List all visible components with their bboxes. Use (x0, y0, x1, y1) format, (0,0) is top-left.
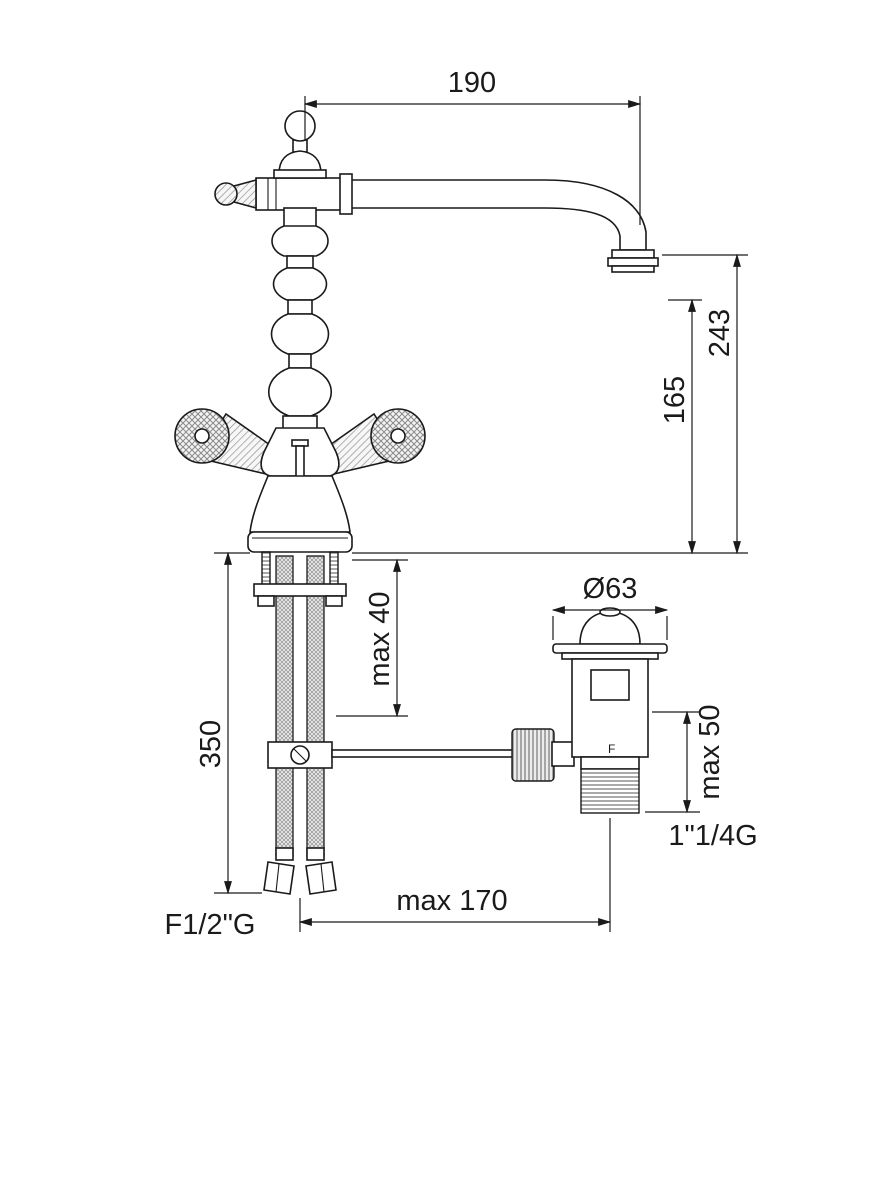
dim-hose-length-label: 350 (195, 720, 227, 768)
supply-hoses (253, 551, 347, 895)
dim-max-deck-thickness-label: max 40 (364, 591, 396, 686)
horizontal-rod (331, 749, 515, 758)
left-handle (174, 408, 282, 475)
dim-waste-diameter-label: Ø63 (583, 573, 638, 605)
dim-waste-thread-label: 1"1/4G (668, 820, 757, 852)
dim-hose-thread-label: F1/2"G (165, 909, 256, 941)
drain-tailpiece-thread (580, 768, 640, 814)
dim-rod-reach-label: max 170 (396, 885, 507, 917)
dim-max-deck-thickness: max 40 (336, 558, 408, 718)
spout-end-ball (214, 182, 238, 206)
faucet-spout (214, 173, 659, 273)
faucet-top-finial (273, 110, 327, 179)
dim-waste-diameter: Ø63 (551, 573, 669, 640)
dim-outlet-height: 165 (659, 298, 702, 555)
faucet-body (247, 427, 353, 553)
mounting-bracket (253, 583, 347, 597)
faucet-column (267, 207, 333, 431)
overflow-hole (590, 669, 630, 701)
popup-linkage (267, 728, 575, 782)
drain-body-mark: F (608, 742, 615, 756)
dim-waste-max-deck-label: max 50 (694, 704, 726, 799)
dim-spout-reach-label: 190 (448, 67, 496, 99)
drain-flange (552, 643, 668, 654)
knurled-nut (511, 728, 555, 782)
spout-joint-ring (339, 173, 353, 215)
dim-waste-max-deck: max 50 (645, 704, 726, 814)
dim-spout-reach: 190 (303, 67, 642, 225)
dim-spout-height: 243 (662, 253, 748, 555)
popup-rod (295, 445, 305, 481)
right-hose (306, 555, 325, 857)
popup-rod-knob (291, 439, 309, 447)
dim-hose-length: 350 (195, 551, 262, 895)
drain-body (571, 658, 649, 758)
dim-rod-reach: max 170 (298, 818, 612, 932)
drain-assembly: F (552, 607, 668, 814)
right-hose-nut (305, 861, 337, 895)
base-flange (247, 531, 353, 553)
left-hose-nut (263, 861, 295, 895)
dim-spout-height-label: 243 (704, 309, 736, 357)
dim-outlet-height-label: 165 (659, 376, 691, 424)
right-handle (318, 408, 426, 475)
left-hose (275, 555, 294, 857)
rod-boss (551, 741, 575, 767)
